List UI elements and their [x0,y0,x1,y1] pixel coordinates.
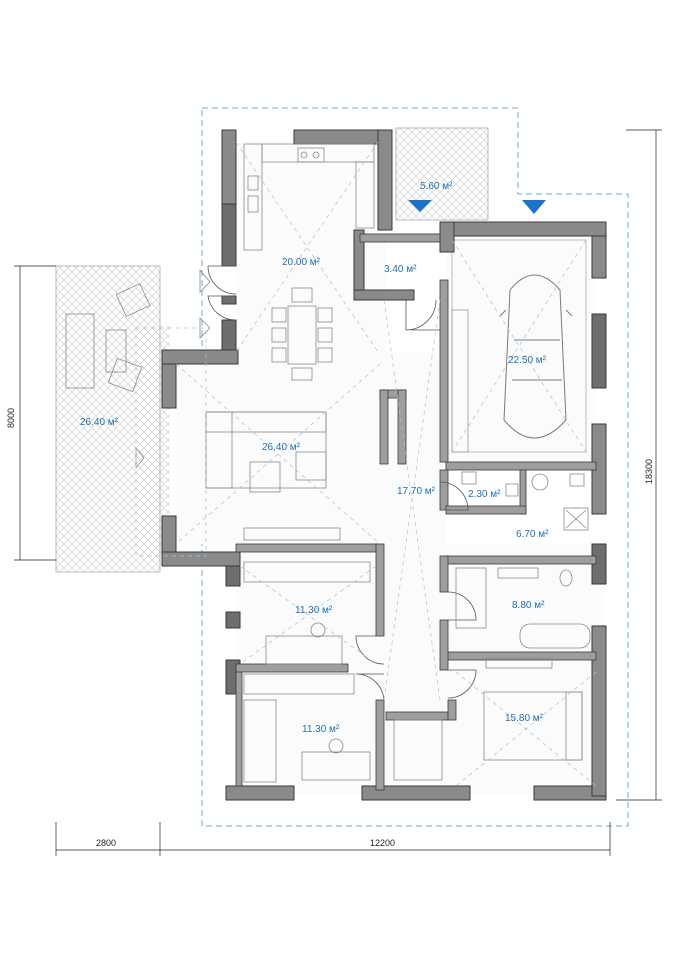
dim-left-height: 8000 [6,408,16,428]
dimension-lines [14,129,662,856]
area-hall: 17.70 м² [397,486,436,497]
area-garage: 22.50 м² [508,355,547,366]
area-living: 26.40 м² [262,442,301,453]
dim-bottom-left: 2800 [96,838,116,848]
area-bedroom-1: 11.30 м² [295,605,333,616]
garage-storage [451,309,469,453]
terrace-furniture [65,268,211,470]
diagonals [135,141,597,787]
area-kitchen-dining: 20.00 м² [282,257,321,268]
interior-walls [235,233,597,791]
car-icon [499,274,573,439]
doors [207,265,477,703]
area-wc-guest: 2.30 м² [468,489,501,500]
kitchen-counter [243,143,375,251]
area-bathroom: 8.80 м² [512,600,545,611]
area-utility: 6.70 м² [516,529,549,540]
roof-outline [201,107,629,827]
bedroom-furniture [243,561,583,783]
terrace-left [55,265,170,573]
area-bedroom-master: 15.80 м² [505,713,544,724]
area-bedroom-2: 11.30 м² [302,724,340,735]
terrace-top [395,127,489,221]
area-terrace-left: 26.40 м² [80,417,119,428]
area-terrace-top: 5.60 м² [420,181,453,192]
exterior-walls [161,129,607,801]
bathroom-fixtures [455,471,591,649]
entrance-arrow-icon [408,200,546,214]
dining-table [271,287,333,381]
area-wc-small: 3.40 м² [384,264,417,275]
dim-right-height: 18300 [644,459,654,484]
dim-bottom-total: 12200 [370,838,395,848]
